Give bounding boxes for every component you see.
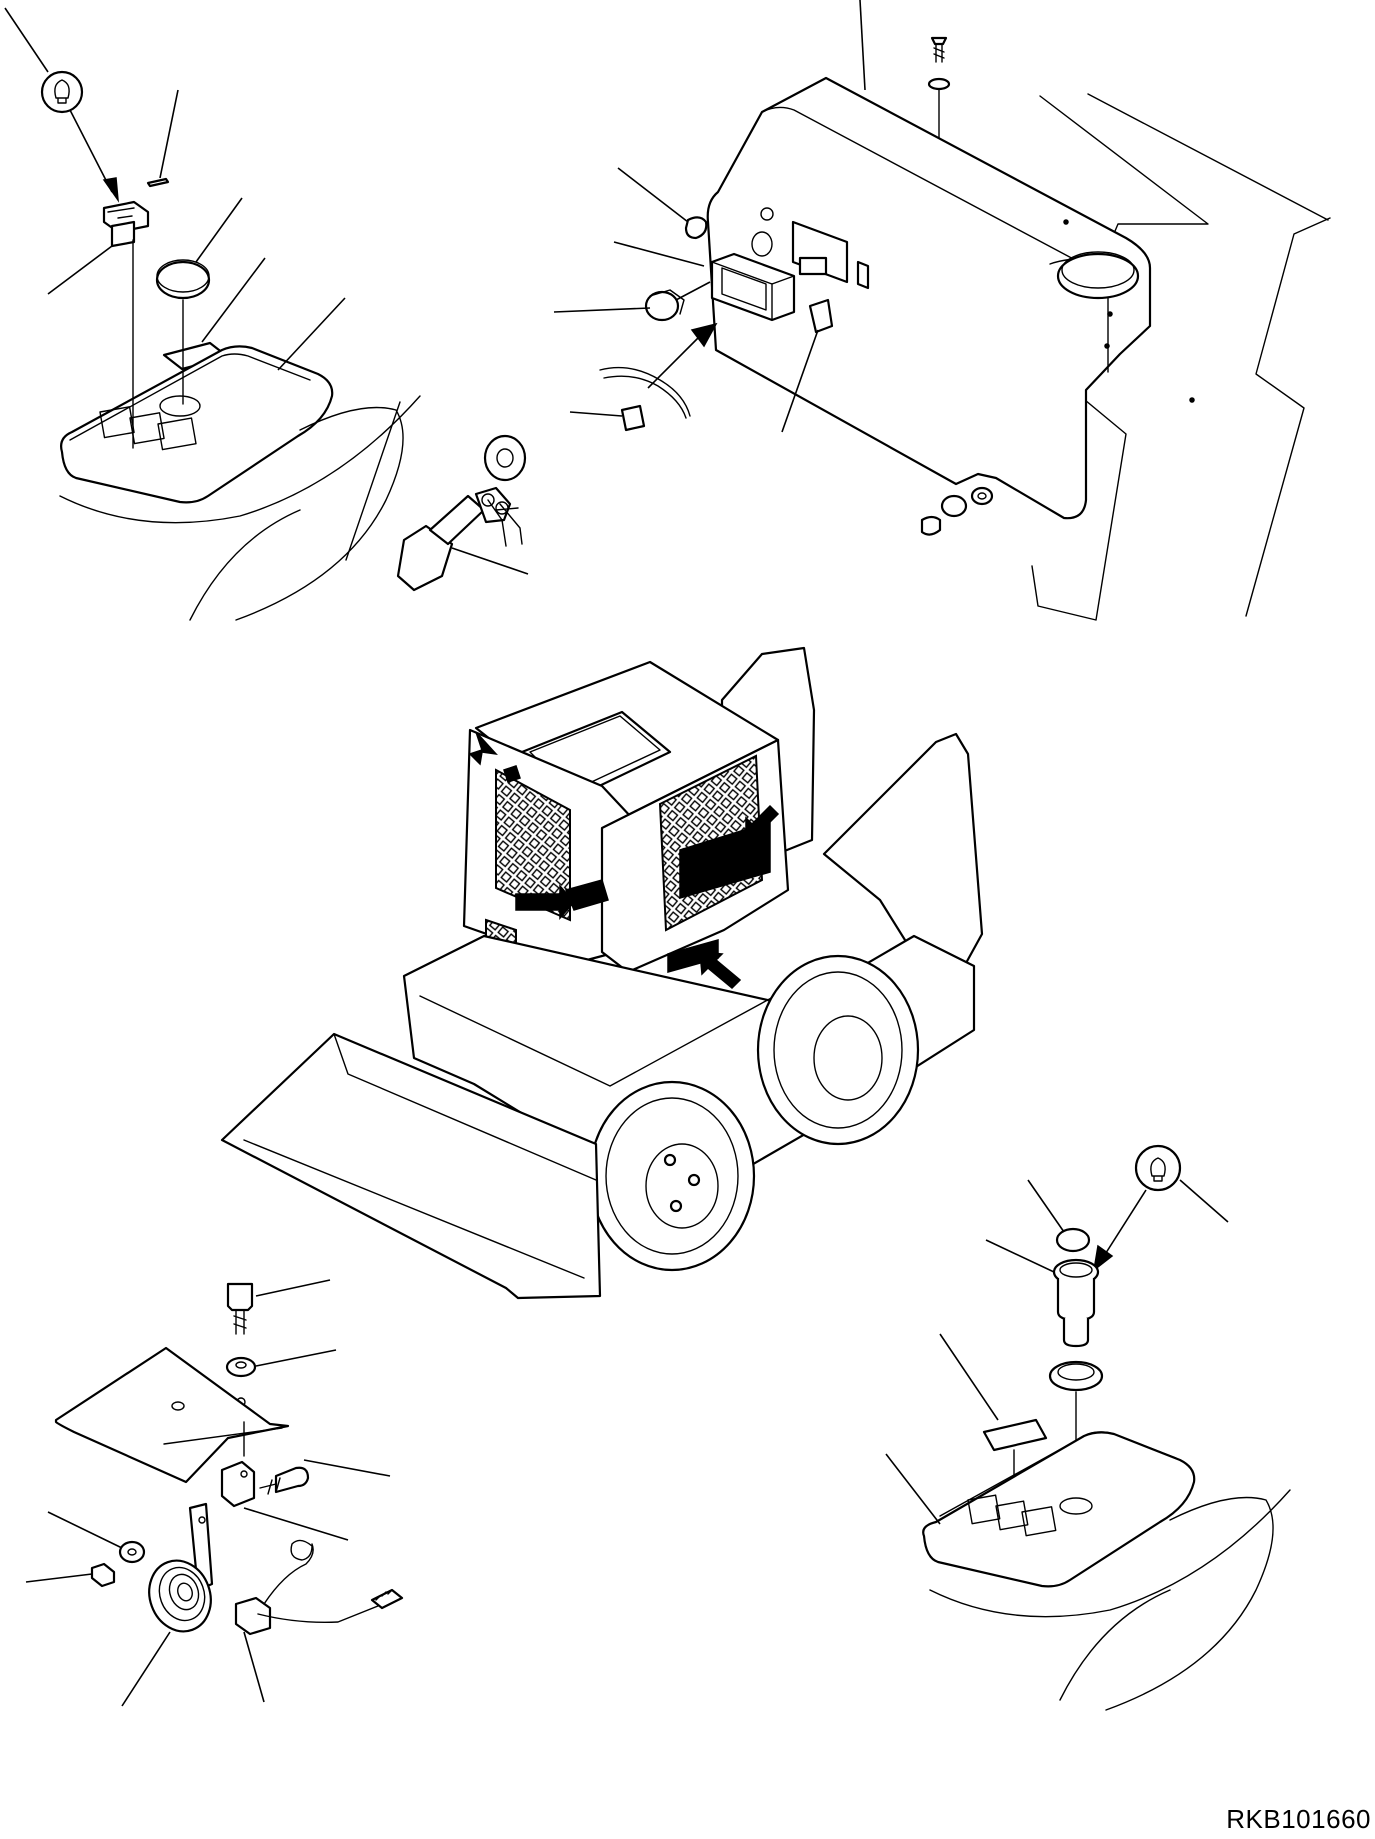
leader-line: [255, 1279, 331, 1297]
rocker-switch: [102, 200, 150, 248]
key-switch: [396, 434, 527, 592]
bulb-symbol-icon: [1134, 1144, 1182, 1192]
mounting-plate: [54, 1346, 290, 1484]
arrow-icon: [515, 884, 575, 920]
leader-line: [277, 297, 346, 371]
cap-nut-washer: [920, 486, 994, 536]
skid-steer-loader-illustration: [220, 646, 984, 1300]
leader-line: [939, 1333, 999, 1421]
plug-cap: [684, 216, 708, 240]
leader-line: [47, 1511, 123, 1549]
leader-line: [781, 329, 819, 433]
leader-line: [1027, 1179, 1065, 1233]
switch-blank-plate: [146, 177, 170, 188]
panel-screw: [927, 36, 951, 151]
arrow-icon: [699, 951, 742, 990]
leader-line: [201, 257, 266, 343]
harness-wire: [599, 366, 691, 419]
lock-ring: [1048, 1360, 1104, 1392]
cab-mounted-components: [503, 765, 771, 973]
leader-line: [243, 1507, 349, 1541]
leader-line: [613, 241, 705, 267]
leader-line: [243, 1631, 265, 1703]
indicator-lamp: [710, 252, 796, 322]
leader-line: [675, 281, 711, 301]
leader-line: [303, 1459, 391, 1477]
console-cover: [60, 239, 334, 504]
leader-line: [859, 0, 866, 91]
arrow-head-icon: [102, 177, 120, 203]
locator-arrows: [468, 731, 780, 990]
top-left-switch-panel-group: [4, 7, 529, 621]
top-right-dash-panel-group: [553, 0, 1331, 621]
leader-line: [451, 547, 529, 575]
carriage-bolt: [259, 1466, 310, 1495]
switch-cover: [808, 298, 834, 334]
dashboard-panel: [706, 76, 1195, 520]
leader-line: [569, 411, 623, 417]
leader-line: [195, 197, 243, 263]
leader-arrow: [1103, 1189, 1147, 1257]
horn: [148, 1559, 212, 1633]
washer: [225, 1356, 257, 1378]
bottom-right-switch-panel-group: [885, 1144, 1291, 1711]
leader-line: [25, 1573, 93, 1583]
horn-bracket: [188, 1421, 256, 1592]
leader-line: [159, 89, 179, 179]
leader-line: [885, 1453, 941, 1525]
clip: [620, 404, 646, 432]
leader-arrow: [647, 335, 701, 389]
wheel-rear: [756, 954, 920, 1146]
dash-panel-highlight: [679, 820, 771, 899]
leader-line: [985, 1239, 1055, 1273]
leader-line: [47, 245, 113, 295]
lock-washer: [118, 1540, 146, 1564]
leader-line: [1179, 1179, 1229, 1223]
arrow-icon: [468, 731, 498, 766]
wheel-front: [588, 1080, 756, 1272]
wire-harness: [234, 1539, 404, 1636]
key-switch-reference-line: [345, 401, 401, 561]
drawing-number: RKB101660: [1226, 1804, 1371, 1834]
hex-nut: [90, 1562, 116, 1588]
leader-arrow: [69, 109, 113, 193]
hex-bolt: [226, 1282, 254, 1335]
leader-line: [121, 1631, 171, 1707]
lamp-socket: [644, 289, 685, 322]
leader-line: [553, 307, 651, 313]
lens-cap: [1055, 1227, 1091, 1253]
console-cover: [922, 1431, 1196, 1588]
bulb-symbol-icon: [40, 70, 84, 114]
fender-outline: [59, 395, 421, 621]
fender-outline: [929, 1489, 1291, 1711]
bottom-left-horn-group: [25, 1279, 404, 1707]
blank-cap: [155, 259, 211, 300]
pilot-lamp-body: [1052, 1258, 1100, 1348]
leader-line: [4, 7, 49, 73]
arrow-head-icon: [1092, 1244, 1114, 1272]
roof-lamp-highlight: [503, 765, 521, 783]
leader-line: [255, 1349, 337, 1367]
arrow-head-icon: [690, 322, 718, 348]
arrow-icon: [745, 804, 780, 839]
bucket: [220, 1032, 602, 1300]
leader-line: [617, 167, 689, 223]
label-plate: [982, 1418, 1048, 1452]
